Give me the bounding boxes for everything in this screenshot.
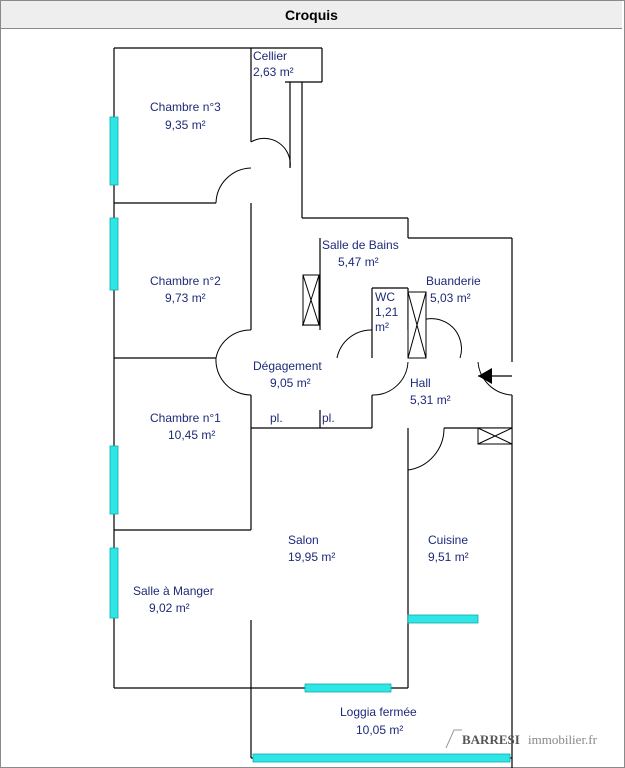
room-area-wc: 1,21 [375, 305, 399, 319]
room-name-wc: WC [375, 290, 395, 304]
walls [113, 47, 513, 768]
room-unit-wc: m² [375, 320, 389, 334]
room-area-chambre1: 10,45 m² [168, 428, 215, 442]
doors [215, 137, 513, 471]
room-area-buanderie: 5,03 m² [430, 291, 471, 305]
room-area-loggia: 10,05 m² [356, 723, 403, 737]
windows [109, 116, 511, 763]
room-area-chambre2: 9,73 m² [165, 291, 206, 305]
room-name-cuisine: Cuisine [428, 533, 468, 547]
room-area-hall: 5,31 m² [410, 393, 451, 407]
room-area-salon: 19,95 m² [288, 550, 335, 564]
room-area-chambre3: 9,35 m² [165, 118, 206, 132]
room-name-chambre3: Chambre n°3 [150, 100, 221, 114]
room-name-salon: Salon [288, 533, 319, 547]
page-title: Croquis [1, 1, 622, 29]
page-title-text: Croquis [285, 6, 338, 23]
placard-label: pl. [322, 411, 335, 425]
room-name-chambre2: Chambre n°2 [150, 274, 221, 288]
room-name-cellier: Cellier [253, 49, 287, 63]
room-name-buanderie: Buanderie [426, 274, 481, 288]
placard-label: pl. [270, 411, 283, 425]
room-name-sdb: Salle de Bains [322, 238, 399, 252]
room-area-cuisine: 9,51 m² [428, 550, 469, 564]
room-area-salle-manger: 9,02 m² [149, 601, 190, 615]
room-name-salle-manger: Salle à Manger [133, 584, 214, 598]
room-name-chambre1: Chambre n°1 [150, 411, 221, 425]
room-area-degagement: 9,05 m² [270, 376, 311, 390]
watermark-suffix: immobilier.fr [528, 732, 598, 747]
watermark-brand: BARRESI [462, 732, 520, 747]
room-name-degagement: Dégagement [253, 359, 322, 373]
watermark-logo: BARRESI immobilier.fr [445, 729, 598, 749]
room-name-loggia: Loggia fermée [340, 705, 417, 719]
room-labels: Cellier 2,63 m² Chambre n°3 9,35 m² Cham… [133, 49, 481, 737]
room-area-cellier: 2,63 m² [253, 65, 294, 79]
fixtures [302, 274, 513, 445]
room-name-hall: Hall [410, 376, 431, 390]
room-area-sdb: 5,47 m² [338, 255, 379, 269]
